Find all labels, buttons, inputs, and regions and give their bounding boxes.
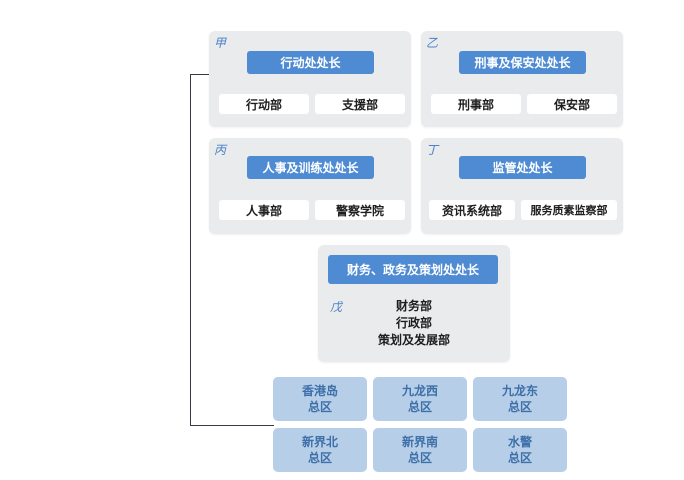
sub-finance-dept: 财务部 xyxy=(395,299,432,313)
sub-security-dept: 保安部 xyxy=(527,94,617,114)
panel-bing: 丙 人事及训练处处长 人事部 警察学院 xyxy=(209,138,411,234)
sub-operations-dept: 行动部 xyxy=(219,94,309,114)
head-finance-admin-planning: 财务、政务及策划处处长 xyxy=(328,255,498,284)
panel-tag-jia: 甲 xyxy=(214,36,227,50)
sub-police-college: 警察学院 xyxy=(315,200,405,220)
panel-tag-wu: 戊 xyxy=(330,300,343,314)
connector-line-top xyxy=(190,74,212,75)
region-label: 总区 xyxy=(407,400,432,414)
region-kowloon-east: 九龙东 总区 xyxy=(473,377,567,421)
region-label: 总区 xyxy=(507,400,532,414)
region-marine: 水警 总区 xyxy=(473,428,567,472)
sub-planning-dept: 策划及发展部 xyxy=(377,333,450,347)
region-kowloon-west: 九龙西 总区 xyxy=(373,377,467,421)
region-name: 水警 xyxy=(507,435,532,449)
region-hong-kong-island: 香港岛 总区 xyxy=(273,377,367,421)
panel-ding: 丁 监管处处长 资讯系统部 服务质素监察部 xyxy=(421,138,623,234)
region-name: 新界南 xyxy=(401,435,438,449)
region-label: 总区 xyxy=(407,451,432,465)
region-name: 九龙西 xyxy=(401,384,438,398)
sub-personnel-dept: 人事部 xyxy=(219,200,309,220)
region-label: 总区 xyxy=(307,400,332,414)
region-name: 香港岛 xyxy=(301,384,338,398)
head-operations: 行动处处长 xyxy=(247,51,374,74)
sub-support-dept: 支援部 xyxy=(315,94,405,114)
region-label: 总区 xyxy=(507,451,532,465)
connector-line-bottom xyxy=(190,425,274,426)
panel-jia: 甲 行动处处长 行动部 支援部 xyxy=(209,31,411,127)
head-personnel-training: 人事及训练处处长 xyxy=(247,156,374,179)
region-label: 总区 xyxy=(307,451,332,465)
panel-wu: 财务、政务及策划处处长 戊 财务部 行政部 策划及发展部 xyxy=(318,245,510,362)
sub-service-quality-dept: 服务质素监察部 xyxy=(521,200,617,220)
sub-crime-dept: 刑事部 xyxy=(431,94,521,114)
panel-tag-bing: 丙 xyxy=(214,143,227,157)
panel-tag-ding: 丁 xyxy=(426,143,439,157)
panel-yi: 乙 刑事及保安处处长 刑事部 保安部 xyxy=(421,31,623,127)
sub-info-systems-dept: 资讯系统部 xyxy=(429,200,515,220)
region-name: 九龙东 xyxy=(501,384,538,398)
region-new-territories-north: 新界北 总区 xyxy=(273,428,367,472)
region-name: 新界北 xyxy=(301,435,338,449)
head-crime-security: 刑事及保安处处长 xyxy=(459,51,586,74)
sub-admin-dept: 行政部 xyxy=(395,316,432,330)
dept-list-wu: 财务部 行政部 策划及发展部 xyxy=(364,298,464,349)
connector-line-vertical xyxy=(190,74,191,426)
panel-tag-yi: 乙 xyxy=(426,36,439,50)
head-management: 监管处处长 xyxy=(459,156,586,179)
region-new-territories-south: 新界南 总区 xyxy=(373,428,467,472)
